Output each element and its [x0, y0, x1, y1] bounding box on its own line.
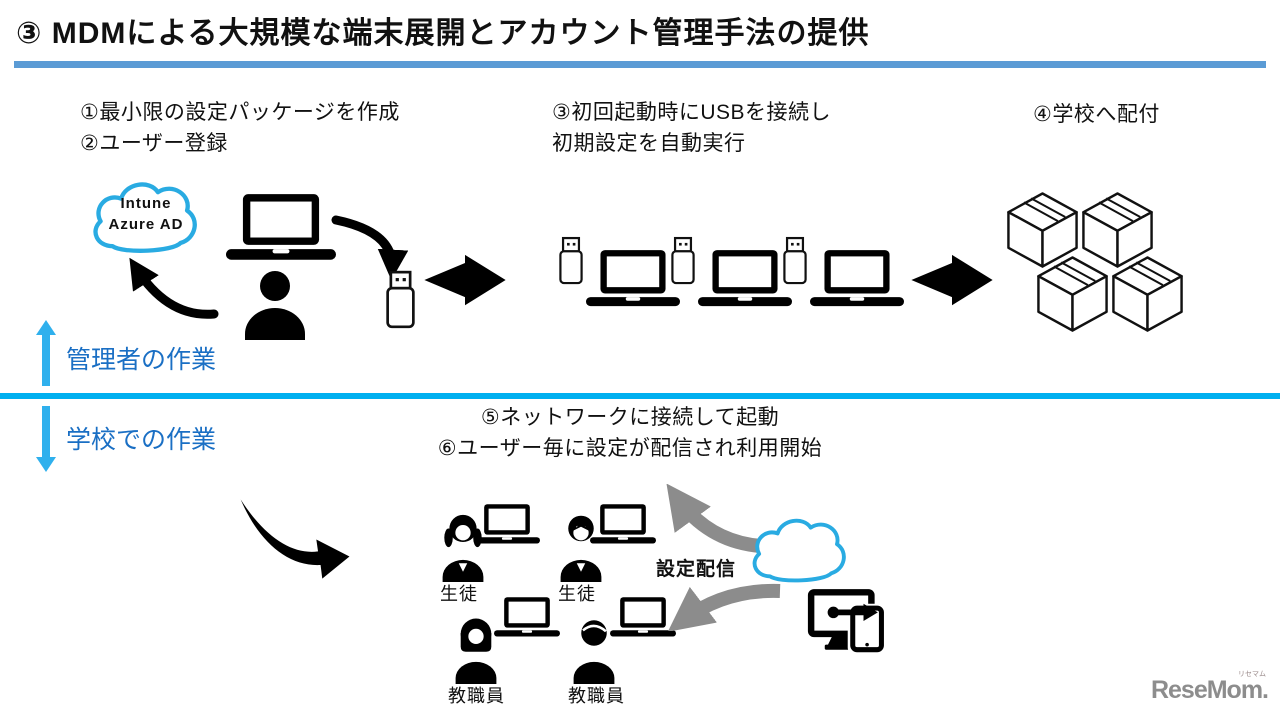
staff-laptop-icon — [494, 597, 560, 638]
staff-label: 教職員 — [448, 686, 505, 706]
usb-icon — [668, 236, 698, 286]
page-title: ③ MDMによる大規模な端末展開とアカウント管理手法の提供 — [16, 17, 870, 50]
student-label: 生徒 — [440, 584, 478, 604]
annotation-line: ③初回起動時にUSBを接続し — [552, 101, 832, 124]
gray-arrow-down-icon — [667, 583, 781, 631]
cloud-label-line2: Azure AD — [108, 216, 184, 233]
annotation-line: ⑤ネットワークに接続して起動 — [480, 406, 780, 429]
deploy-laptop-icon — [586, 250, 680, 308]
annotation-line: ①最小限の設定パッケージを作成 — [80, 101, 400, 124]
flow-arrow-icon — [906, 254, 998, 306]
section-divider — [0, 393, 1280, 399]
cloud-label-line1: Intune — [120, 195, 172, 212]
admin-up-arrow-icon — [36, 320, 56, 386]
annotation-step-1-2: ①最小限の設定パッケージを作成 ②ユーザー登録 — [80, 97, 400, 159]
annotation-line: ②ユーザー登録 — [80, 132, 228, 155]
admin-section-label: 管理者の作業 — [66, 346, 217, 374]
deploy-laptop-icon — [810, 250, 904, 308]
arrow-to-usb-icon — [331, 215, 408, 281]
logo-text: ReseMom. — [1150, 676, 1269, 704]
distribution-label: 設定配信 — [656, 559, 737, 580]
big-curved-arrow-icon — [228, 497, 363, 582]
student-label: 生徒 — [558, 584, 596, 604]
student-laptop-icon — [590, 504, 656, 545]
student-laptop-icon — [474, 504, 540, 545]
device-sync-icon — [804, 588, 890, 654]
school-down-arrow-icon — [36, 406, 56, 472]
admin-laptop-icon — [226, 194, 336, 262]
annotation-step-5-6: ⑤ネットワークに接続して起動 ⑥ユーザー毎に設定が配信され利用開始 — [360, 402, 900, 464]
deploy-laptop-icon — [698, 250, 792, 308]
school-section-label: 学校での作業 — [66, 426, 217, 454]
staff-label: 教職員 — [568, 686, 625, 706]
usb-icon — [556, 236, 586, 286]
logo-ruby: リセマム — [1238, 671, 1266, 678]
distribution-cloud-icon — [744, 514, 856, 586]
usb-icon — [780, 236, 810, 286]
flow-arrow-icon — [424, 254, 506, 306]
annotation-line: ⑥ユーザー毎に設定が配信され利用開始 — [437, 437, 823, 460]
usb-icon — [382, 270, 419, 330]
cloud-label: Intune Azure AD — [66, 193, 226, 235]
annotation-line: ④学校へ配付 — [1033, 103, 1160, 126]
title-underline — [14, 61, 1266, 68]
admin-person-icon — [242, 270, 308, 340]
box-icon — [1036, 255, 1109, 333]
annotation-step-4: ④学校へ配付 — [1033, 99, 1160, 130]
gray-arrow-up-icon — [666, 484, 762, 553]
annotation-step-3: ③初回起動時にUSBを接続し 初期設定を自動実行 — [552, 97, 831, 159]
annotation-line: 初期設定を自動実行 — [552, 132, 746, 155]
resemom-logo: リセマム ReseMom. — [1150, 671, 1269, 705]
arrow-to-cloud-icon — [129, 257, 219, 319]
box-icon — [1111, 255, 1184, 333]
